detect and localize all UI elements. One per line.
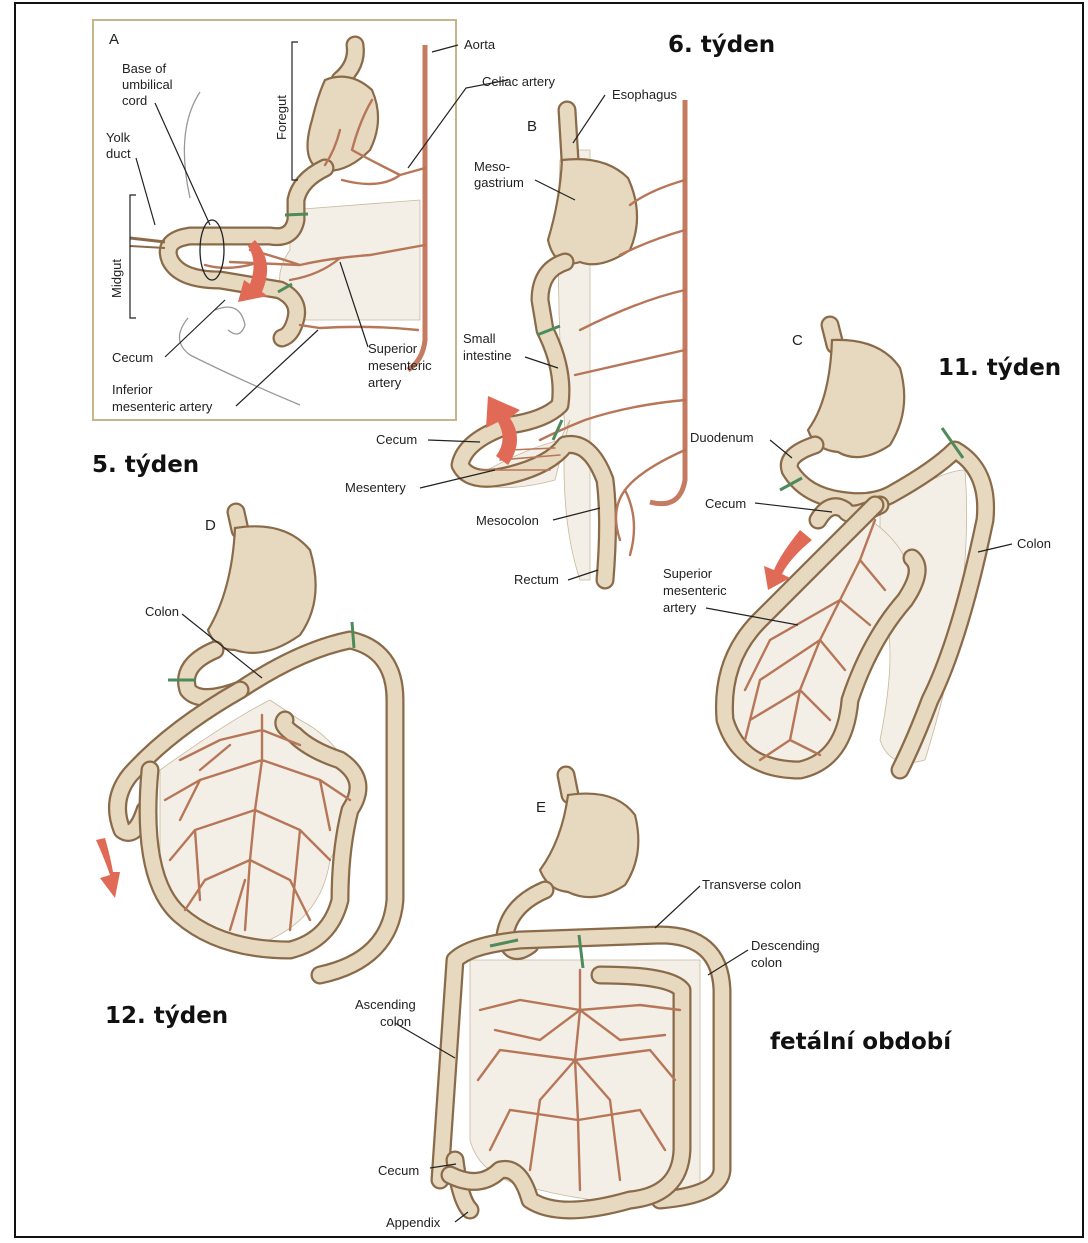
panel-d: D Colon	[96, 512, 395, 975]
base-of-cord-label-3: cord	[122, 93, 147, 108]
transverse-colon-label: Transverse colon	[702, 877, 801, 892]
panel-e: E Transverse colon Descending colon Asce…	[355, 775, 820, 1230]
cecum-label-a: Cecum	[112, 350, 153, 365]
colon-label-d: Colon	[145, 604, 179, 619]
mesogastrium-label-1: Meso-	[474, 159, 510, 174]
mesocolon-label: Mesocolon	[476, 513, 539, 528]
aorta-b	[650, 100, 685, 504]
cecum-label-e: Cecum	[378, 1163, 419, 1178]
midgut-label: Midgut	[109, 259, 124, 298]
panel-c: C Duodenum Cecum Colon Superior mesenter…	[663, 325, 1051, 770]
mesentery-label: Mesentery	[345, 480, 406, 495]
week-label-b: 6. týden	[668, 32, 775, 58]
yolk-duct-label-1: Yolk	[106, 130, 131, 145]
week-label-d: 12. týden	[105, 1003, 228, 1029]
panel-e-letter: E	[536, 799, 546, 816]
panel-c-letter: C	[792, 332, 803, 349]
sma-label-a-3: artery	[368, 375, 402, 390]
week-label-e: fetální období	[770, 1029, 952, 1055]
appendix-label: Appendix	[386, 1215, 441, 1230]
sma-label-c-1: Superior	[663, 566, 713, 581]
cecum-label-b: Cecum	[376, 432, 417, 447]
aorta-label: Aorta	[464, 37, 496, 52]
esophagus-label: Esophagus	[612, 87, 678, 102]
small-intestine-label-1: Small	[463, 331, 496, 346]
panel-d-letter: D	[205, 517, 216, 534]
panel-a-letter: A	[109, 31, 119, 48]
celiac-artery-label: Celiac artery	[482, 74, 555, 89]
yolk-duct-label-2: duct	[106, 146, 131, 161]
base-of-cord-label-1: Base of	[122, 61, 166, 76]
ima-label-2: mesenteric artery	[112, 399, 213, 414]
stomach-b	[548, 159, 637, 264]
sma-label-a-1: Superior	[368, 341, 418, 356]
rotation-arrow-d	[96, 838, 120, 898]
small-intestine-label-2: intestine	[463, 348, 511, 363]
base-of-cord-label-2: umbilical	[122, 77, 173, 92]
duodenum-label: Duodenum	[690, 430, 754, 445]
sma-label-c-3: artery	[663, 600, 697, 615]
ascending-colon-label-2: colon	[380, 1014, 411, 1029]
descending-colon-label-1: Descending	[751, 938, 820, 953]
colon-label-c: Colon	[1017, 536, 1051, 551]
ima-label-1: Inferior	[112, 382, 153, 397]
stomach-d	[208, 526, 316, 653]
sma-label-c-2: mesenteric	[663, 583, 727, 598]
week-label-a: 5. týden	[92, 452, 199, 478]
ascending-colon-label-1: Ascending	[355, 997, 416, 1012]
mesogastrium-label-2: gastrium	[474, 175, 524, 190]
cecum-label-c: Cecum	[705, 496, 746, 511]
foregut-label: Foregut	[274, 95, 289, 140]
stomach-e	[540, 794, 638, 898]
rectum-label: Rectum	[514, 572, 559, 587]
descending-colon-label-2: colon	[751, 955, 782, 970]
week-label-c: 11. týden	[938, 355, 1061, 381]
panel-b-letter: B	[527, 118, 537, 135]
sma-label-a-2: mesenteric	[368, 358, 432, 373]
